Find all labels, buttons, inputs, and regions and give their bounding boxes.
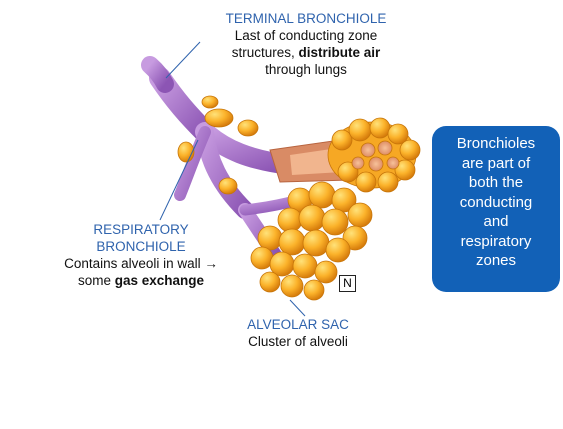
wall-alveoli <box>177 95 259 195</box>
terminal-bronchiole-label: TERMINAL BRONCHIOLE Last of conducting z… <box>196 10 416 78</box>
sac-leader-line <box>289 299 306 317</box>
respiratory-bronchiole-label: RESPIRATORY BRONCHIOLE Contains alveoli … <box>46 221 236 289</box>
alveolar-sac-label: ALVEOLAR SAC Cluster of alveoli <box>238 316 358 350</box>
sac-line1: Cluster of alveoli <box>248 334 348 349</box>
callout-line: both the <box>468 174 524 191</box>
n-marker: N <box>339 275 356 292</box>
callout-line: zones <box>475 252 517 269</box>
terminal-line2-bold: distribute air <box>298 45 381 60</box>
terminal-title: TERMINAL BRONCHIOLE <box>225 11 387 26</box>
respiratory-line2-pre: some <box>77 273 115 288</box>
respiratory-line1: Contains alveoli in wall → <box>64 256 218 271</box>
respiratory-line2: some gas exchange <box>46 272 236 289</box>
terminal-line2-pre: structures, <box>231 45 299 60</box>
sac-title: ALVEOLAR SAC <box>247 317 349 332</box>
callout-line: and <box>483 213 509 230</box>
alveolar-sac-cluster <box>250 181 373 301</box>
callout-line: respiratory <box>460 232 532 250</box>
terminal-line3: through lungs <box>265 62 347 77</box>
terminal-leader-line <box>165 41 201 79</box>
callout-line: Bronchioles <box>456 135 536 152</box>
cut-alveolar-cluster <box>327 117 421 193</box>
respiratory-title1: RESPIRATORY <box>93 222 189 237</box>
callout-text: Bronchioles are part of both the conduct… <box>432 134 560 271</box>
terminal-line1: Last of conducting zone <box>234 28 378 43</box>
callout-line: conducting <box>459 193 533 211</box>
respiratory-line2-bold: gas exchange <box>114 273 205 288</box>
terminal-line2: structures, distribute air <box>196 44 416 61</box>
respiratory-leader-line <box>159 139 199 221</box>
callout-box: Bronchioles are part of both the conduct… <box>432 126 560 292</box>
respiratory-title2: BRONCHIOLE <box>96 239 186 254</box>
callout-line: are part of <box>461 154 531 172</box>
